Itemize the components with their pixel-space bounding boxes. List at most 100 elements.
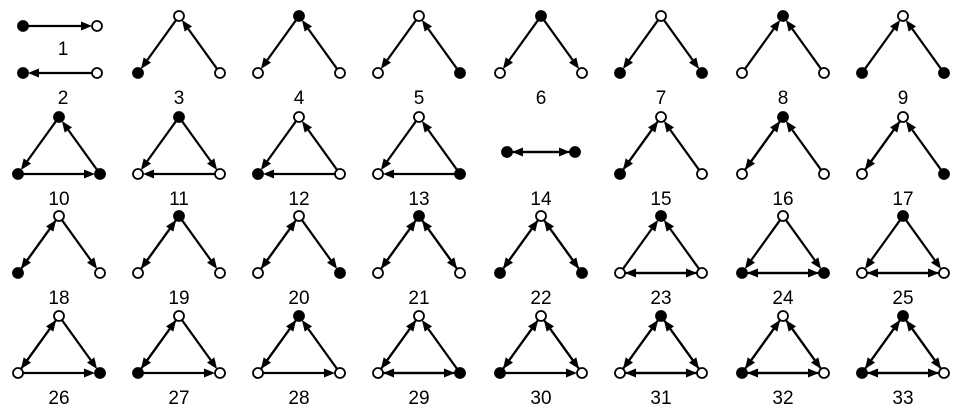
motif-9-node-2 (938, 67, 950, 79)
motif-22-edge-3 (549, 228, 580, 270)
motif-33-label: 33 (892, 388, 913, 409)
motif-6-edge-0-head (502, 57, 513, 69)
motif-14-edge-1-head (512, 147, 523, 157)
motif-9-edge-0 (864, 28, 895, 70)
motif-11: 11 (132, 111, 226, 210)
motif-4-edge-0 (266, 19, 297, 61)
motif-13-node-1 (372, 168, 384, 180)
motif-17-node-2 (938, 168, 950, 180)
motif-20-edge-2-head (327, 257, 338, 269)
motif-29-edge-1 (380, 328, 411, 370)
motif-16-edge-1 (744, 129, 775, 171)
motif-32-edge-3-head (785, 320, 796, 332)
motif-12: 12 (252, 111, 346, 210)
motif-3-edge-1 (187, 28, 218, 70)
motif-25-node-1 (856, 267, 868, 279)
motif-16-edge-1-head (770, 121, 781, 133)
motif-17-label: 17 (892, 189, 913, 210)
motif-1-node-1 (91, 20, 103, 32)
motif-10-node-2 (94, 168, 106, 180)
motif-31: 31 (614, 310, 708, 409)
motif-22-edge-1 (502, 228, 533, 270)
motif-22-node-2 (576, 267, 588, 279)
motif-7-edge-1 (663, 19, 694, 61)
motif-2-node-0 (17, 67, 29, 79)
motif-22-edge-3-head (543, 220, 554, 232)
motif-18-node-0 (53, 210, 65, 222)
motif-29: 29 (372, 310, 466, 409)
motif-15-edge-2 (669, 129, 700, 171)
motif-31-edge-1-head (648, 320, 659, 332)
motif-8-node-0 (777, 10, 789, 22)
motif-6-edge-0 (508, 19, 539, 61)
motif-13-node-0 (413, 111, 425, 123)
motif-11-edge-0-head (140, 158, 151, 170)
motif-33-edge-1 (864, 328, 895, 370)
motif-10-label: 10 (48, 189, 69, 210)
motif-32-node-0 (777, 310, 789, 322)
motif-3-edge-0 (146, 19, 177, 61)
motif-1-node-0 (17, 20, 29, 32)
motif-13-edge-0 (386, 120, 417, 162)
motif-8-edge-0 (744, 28, 775, 70)
motif-33-edge-1-head (890, 320, 901, 332)
motif-6: 6 (494, 10, 588, 109)
motif-12-node-1 (252, 168, 264, 180)
motif-4-node-1 (252, 67, 264, 79)
motif-6-node-2 (576, 67, 588, 79)
motif-31-label: 31 (650, 388, 671, 409)
motif-28-label: 28 (288, 388, 309, 409)
motif-12-node-2 (334, 168, 346, 180)
motif-11-label: 11 (169, 189, 189, 210)
motif-7-edge-0-head (622, 57, 633, 69)
motif-8-edge-1 (791, 28, 822, 70)
motif-21-label: 21 (408, 288, 429, 309)
motif-33-edge-5-head (867, 368, 878, 378)
motif-12-edge-1 (307, 129, 338, 171)
motif-18-edge-1 (20, 228, 51, 270)
motif-28-edge-3-head (324, 368, 335, 378)
motif-29-node-1 (372, 367, 384, 379)
motif-15-edge-2-head (663, 121, 674, 133)
motif-19-node-2 (214, 267, 226, 279)
motif-5-edge-1 (427, 28, 458, 70)
motif-22-edge-1-head (528, 220, 539, 232)
motif-22: 22 (494, 210, 588, 309)
motif-9-node-1 (856, 67, 868, 79)
motif-10-edge-0 (26, 120, 57, 162)
motif-21: 21 (372, 210, 466, 309)
motif-24-edge-0-head (744, 257, 755, 269)
motif-28-edge-2 (307, 328, 338, 370)
motif-16-node-1 (736, 168, 748, 180)
motif-31-node-2 (696, 367, 708, 379)
motif-33-node-1 (856, 367, 868, 379)
motif-17-edge-1-head (890, 121, 901, 133)
motif-26-edge-1 (20, 328, 51, 370)
motif-11-edge-1 (181, 120, 212, 162)
motif-28-node-0 (293, 310, 305, 322)
motif-27-edge-2-head (207, 357, 218, 369)
motif-5-node-0 (413, 10, 425, 22)
motif-3-node-1 (132, 67, 144, 79)
motif-30-node-1 (494, 367, 506, 379)
motif-12-label: 12 (288, 189, 309, 210)
motif-23-edge-0-head (648, 220, 659, 232)
motif-12-edge-1-head (301, 121, 312, 133)
motif-15-edge-1 (622, 129, 653, 171)
motif-6-label: 6 (536, 88, 547, 109)
motif-24-node-0 (777, 210, 789, 222)
motif-10-node-1 (12, 168, 24, 180)
motif-24-label: 24 (772, 288, 794, 309)
motif-16-edge-2 (791, 129, 822, 171)
motif-14: 14 (501, 146, 581, 210)
motif-13-edge-1 (427, 129, 458, 171)
motif-31-node-0 (655, 310, 667, 322)
motif-26-edge-2 (61, 319, 92, 361)
motif-25-edge-0-head (864, 257, 875, 269)
motif-7-edge-1-head (689, 57, 700, 69)
motif-32-edge-1 (744, 328, 775, 370)
motif-24-node-1 (736, 267, 748, 279)
motif-14-node-1 (569, 146, 581, 158)
motif-26: 26 (12, 310, 106, 409)
